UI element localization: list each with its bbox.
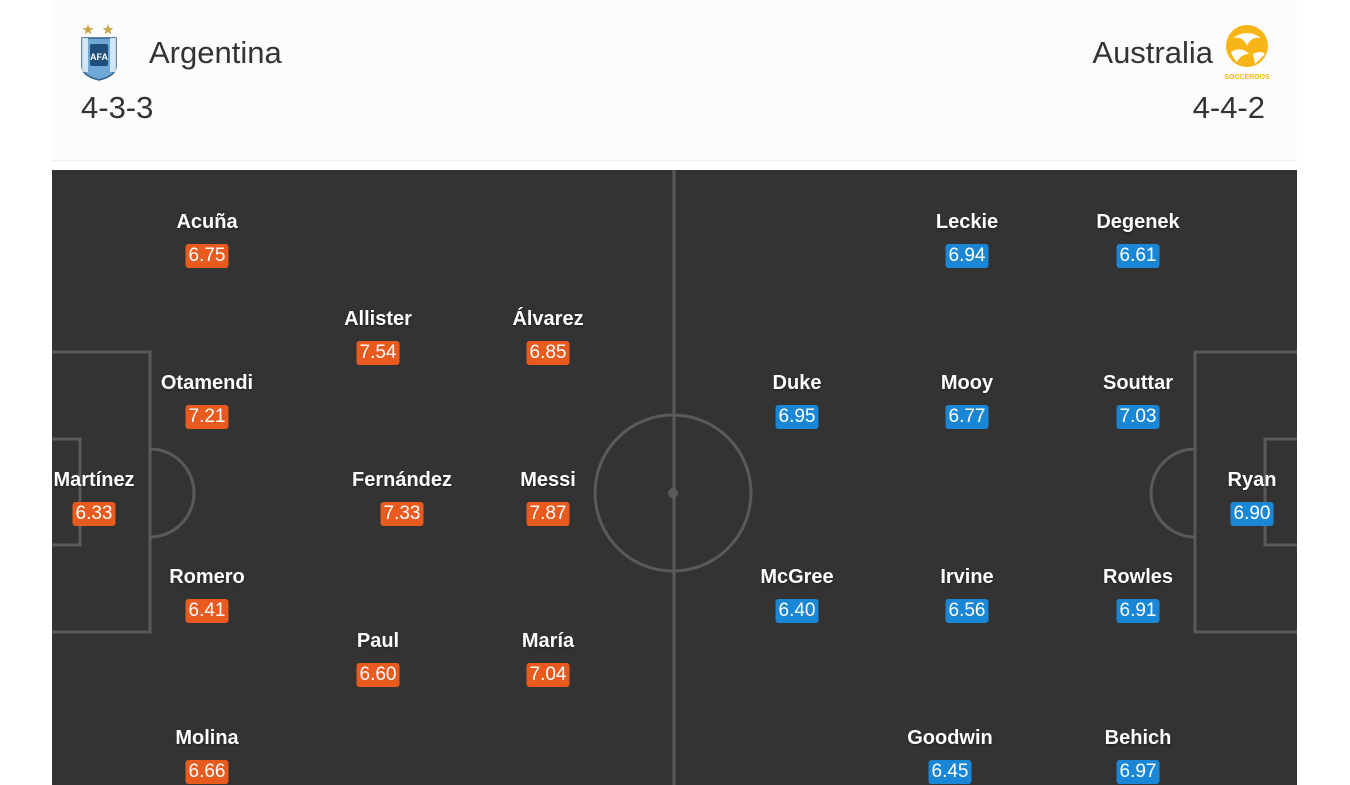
- afa-crest-icon: AFA: [81, 24, 117, 81]
- player-name: Otamendi: [160, 372, 254, 394]
- player-rating: 7.87: [526, 502, 570, 526]
- player-rating: 6.33: [72, 502, 116, 526]
- player-rating: 6.66: [185, 760, 229, 784]
- player-name: Souttar: [1103, 372, 1173, 394]
- player-rating: 6.40: [775, 599, 819, 623]
- player-name: Romero: [169, 566, 245, 588]
- player-name: Goodwin: [907, 727, 993, 749]
- player-rating: 6.41: [185, 599, 229, 623]
- pitch-lines: [52, 170, 1297, 785]
- home-formation: 4-3-3: [81, 90, 154, 125]
- player-rating: 6.91: [1116, 599, 1160, 623]
- player-rating: 7.54: [356, 341, 400, 365]
- pitch: Acuña 6.75 Allister 7.54 Álvarez 6.85 Ot…: [52, 170, 1297, 785]
- player-name: McGree: [760, 566, 834, 588]
- player-rating: 6.60: [356, 663, 400, 687]
- player-rating: 6.95: [775, 405, 819, 429]
- svg-text:AFA: AFA: [90, 52, 109, 62]
- player-name: Degenek: [1096, 211, 1180, 233]
- player-name: Irvine: [940, 566, 994, 588]
- player-name: Ryan: [1227, 469, 1277, 491]
- player-rating: 7.03: [1116, 405, 1160, 429]
- player-rating: 7.33: [380, 502, 424, 526]
- player-name: Mooy: [940, 372, 994, 394]
- home-team-name: Argentina: [149, 35, 282, 70]
- player-rating: 7.04: [526, 663, 570, 687]
- player-rating: 6.56: [945, 599, 989, 623]
- player-rating: 6.45: [928, 760, 972, 784]
- player-rating: 6.90: [1230, 502, 1274, 526]
- player-rating: 6.75: [185, 244, 229, 268]
- player-name: Álvarez: [512, 308, 584, 330]
- away-formation: 4-4-2: [1192, 90, 1265, 125]
- player-name: Behich: [1104, 727, 1172, 749]
- player-name: Messi: [520, 469, 576, 491]
- player-rating: 7.21: [185, 405, 229, 429]
- player-rating: 6.77: [945, 405, 989, 429]
- player-name: Fernández: [351, 469, 453, 491]
- player-name: Molina: [175, 727, 239, 749]
- player-name: María: [521, 630, 575, 652]
- player-rating: 6.85: [526, 341, 570, 365]
- player-rating: 6.94: [945, 244, 989, 268]
- player-name: Martínez: [53, 469, 135, 491]
- player-name: Leckie: [935, 211, 999, 233]
- player-name: Paul: [356, 630, 400, 652]
- away-team-name: Australia: [1092, 35, 1213, 70]
- player-name: Duke: [772, 372, 822, 394]
- player-name: Allister: [344, 308, 412, 330]
- match-header: AFA Argentina 4-3-3 Australia 4-4-2 SOCC…: [52, 0, 1297, 161]
- player-name: Acuña: [176, 211, 238, 233]
- socceroos-crest-icon: SOCCEROOS: [1224, 25, 1270, 81]
- svg-text:SOCCEROOS: SOCCEROOS: [1224, 74, 1270, 81]
- player-rating: 6.61: [1116, 244, 1160, 268]
- player-rating: 6.97: [1116, 760, 1160, 784]
- player-name: Rowles: [1102, 566, 1174, 588]
